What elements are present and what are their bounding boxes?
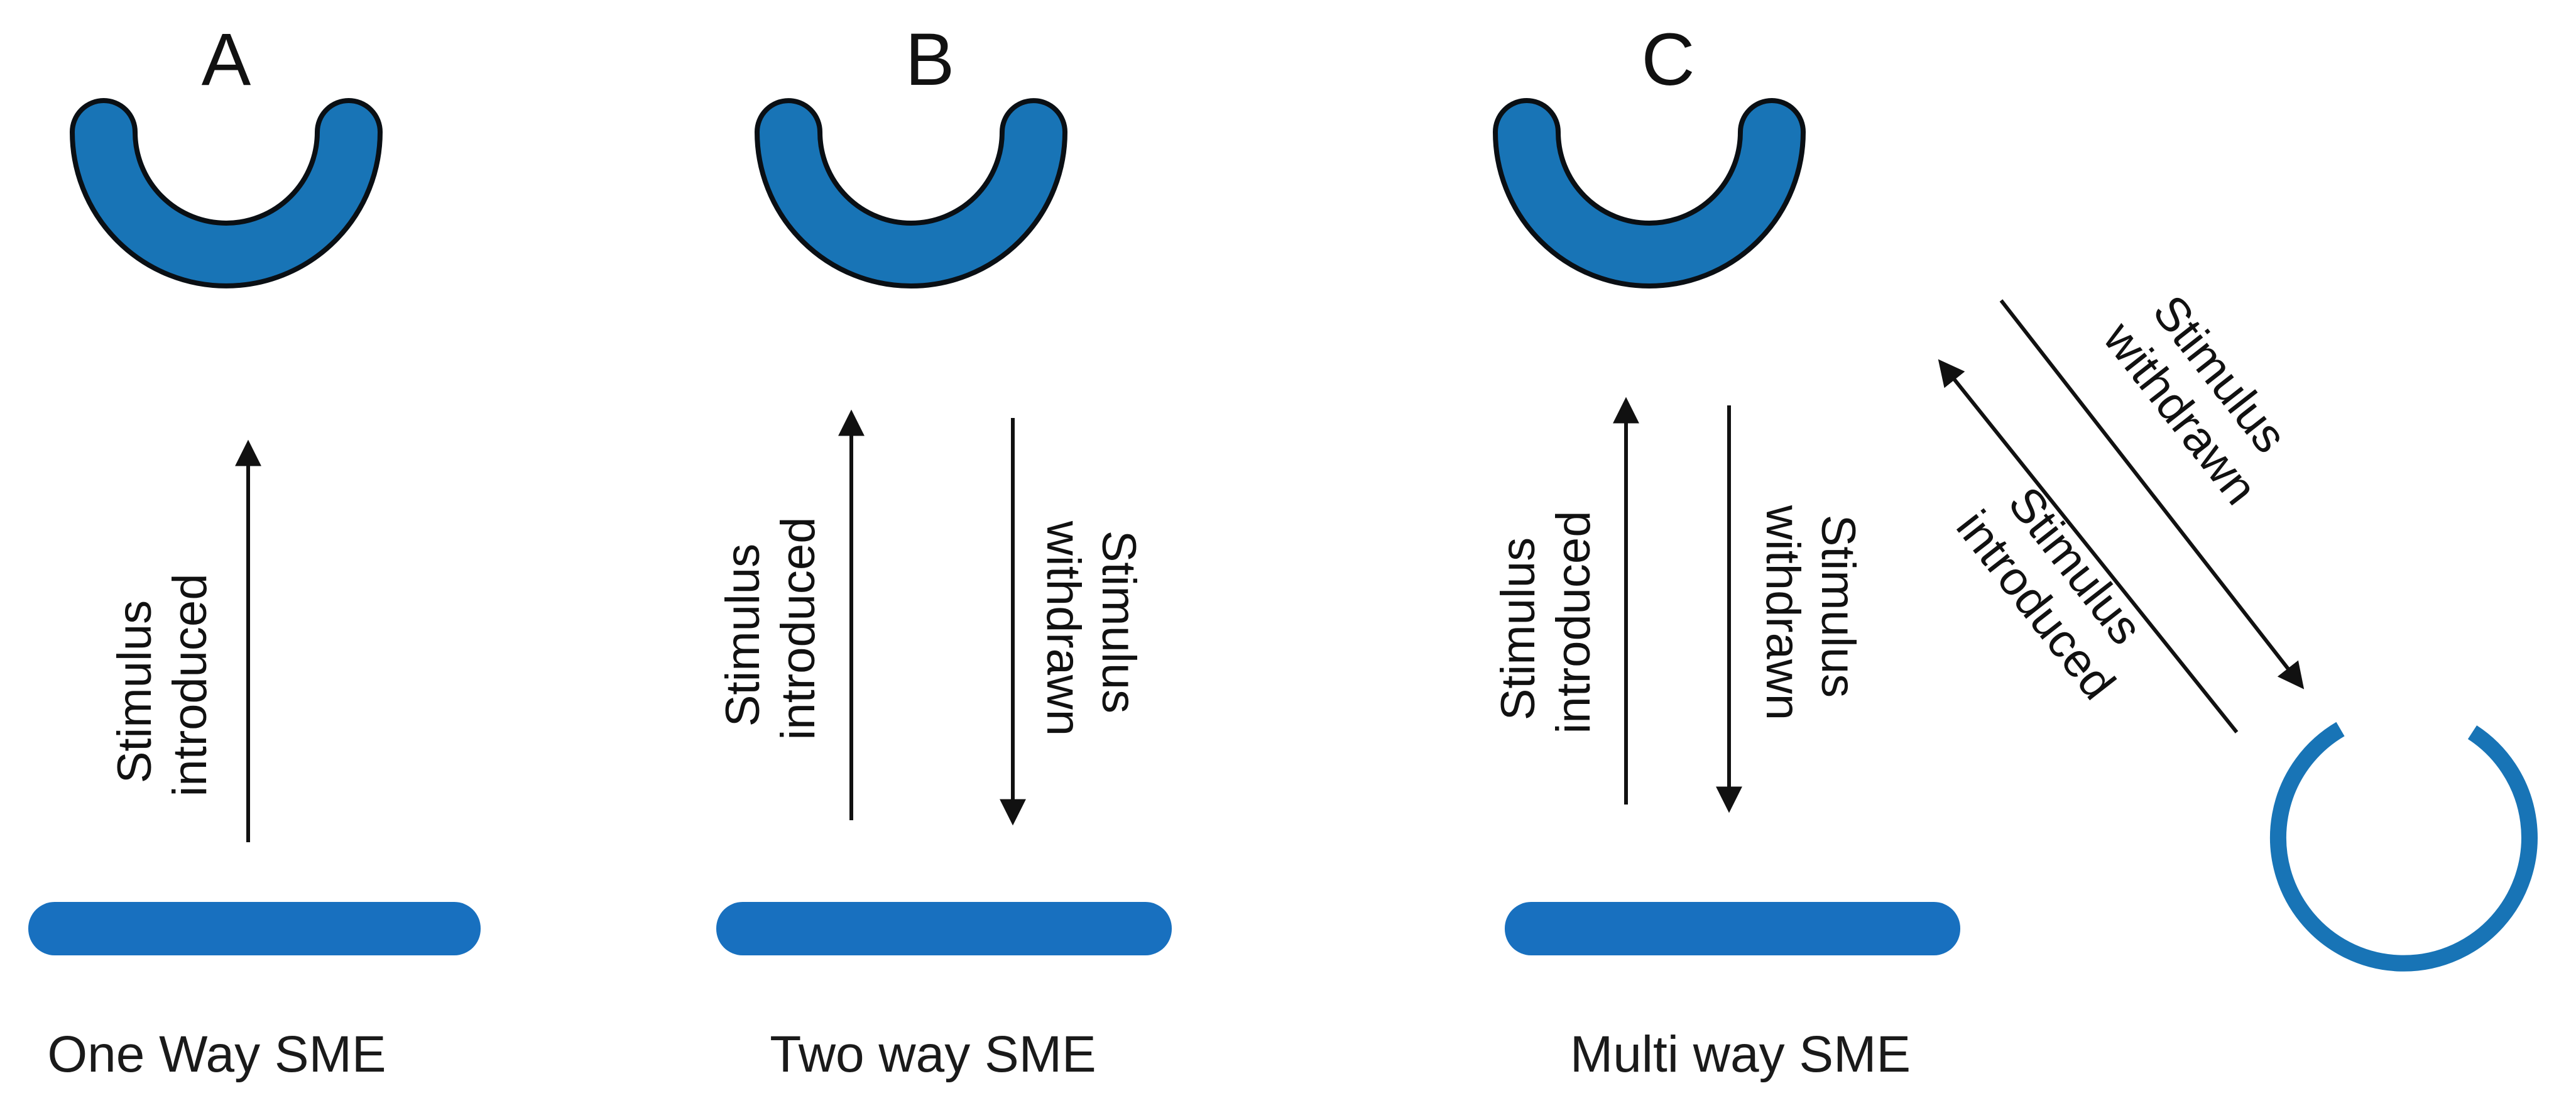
panel-letter-c: C	[1641, 18, 1695, 101]
u-shape-b	[754, 98, 1068, 288]
arrow-label-a-introduced: Stimulus introduced	[108, 574, 217, 797]
panel-letter-a: A	[202, 18, 251, 101]
open-ring	[2269, 722, 2538, 972]
panel-c: C Stimulus introduced Stimulus withdrawn…	[1492, 18, 2538, 1083]
panel-b: B Stimulus introduced Stimulus withdrawn…	[716, 18, 1172, 1083]
u-shape-a	[69, 98, 383, 288]
panel-a: A Stimulus introduced One Way SME	[28, 18, 481, 1083]
flat-bar-a	[28, 902, 481, 955]
arrow-label-c-diagonal-introduced: Stimulus introduced	[1946, 467, 2169, 710]
caption-c: Multi way SME	[1570, 1026, 1911, 1083]
flat-bar-c	[1505, 902, 1960, 955]
arrow-diagonal-from-ring	[1938, 359, 2239, 733]
arrow-label-b-withdrawn: Stimulus withdrawn	[1037, 520, 1145, 736]
arrow-diagonal-to-ring	[1999, 299, 2305, 689]
flat-bar-b	[716, 902, 1172, 955]
caption-a: One Way SME	[47, 1026, 386, 1083]
arrow-label-c-introduced: Stimulus introduced	[1492, 511, 1600, 734]
caption-b: Two way SME	[770, 1026, 1096, 1083]
arrow-label-c-withdrawn: Stimulus withdrawn	[1756, 505, 1865, 720]
panel-letter-b: B	[905, 18, 955, 101]
u-shape-c	[1492, 98, 1806, 288]
arrow-label-b-introduced: Stimulus introduced	[716, 517, 825, 740]
arrow-label-c-diagonal-withdrawn: Stimulus withdrawn	[2093, 278, 2311, 515]
